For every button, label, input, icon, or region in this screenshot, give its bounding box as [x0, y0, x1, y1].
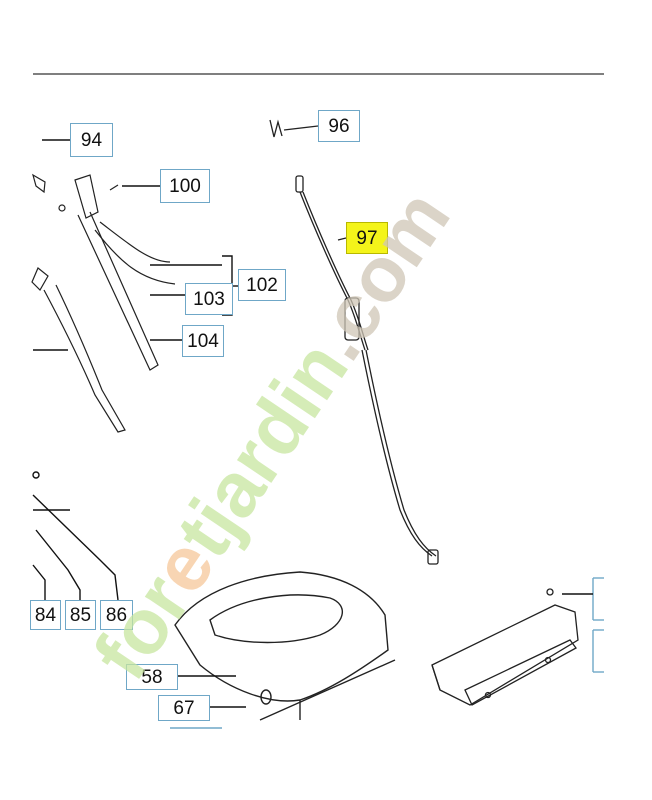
callout-96[interactable]: 96 — [318, 110, 360, 142]
spring-part — [269, 119, 319, 138]
mower-deck — [174, 571, 396, 721]
cable-part — [295, 175, 439, 565]
leader-lines-left — [33, 139, 238, 351]
callout-104[interactable]: 104 — [182, 325, 224, 357]
rod-assembly — [32, 471, 119, 601]
handle-assembly — [31, 173, 176, 433]
callout-58[interactable]: 58 — [126, 664, 178, 690]
callout-85[interactable]: 85 — [65, 600, 96, 630]
callout-67[interactable]: 67 — [158, 695, 210, 721]
cover-part — [431, 588, 579, 706]
callout-100[interactable]: 100 — [160, 169, 210, 203]
callout-97[interactable]: 97 — [346, 222, 388, 254]
callout-94[interactable]: 94 — [70, 123, 113, 157]
callout-102[interactable]: 102 — [238, 269, 286, 301]
callout-84[interactable]: 84 — [30, 600, 61, 630]
right-brackets — [562, 577, 604, 673]
leader-lines-bottom — [178, 675, 246, 708]
callout-103[interactable]: 103 — [185, 283, 233, 315]
callout-86[interactable]: 86 — [100, 600, 133, 630]
